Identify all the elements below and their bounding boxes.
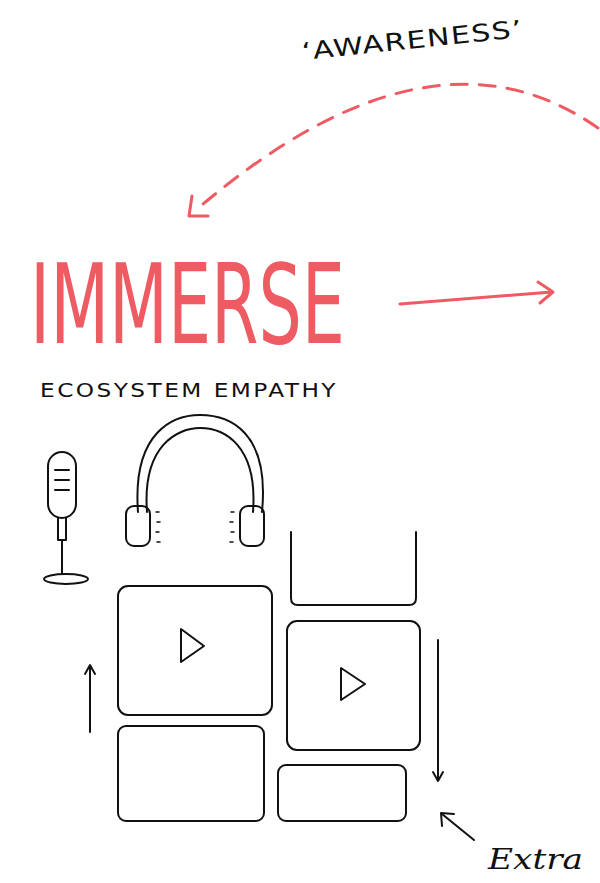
microphone-base [44, 574, 88, 584]
forward-arrow [400, 292, 552, 304]
headphone-cup [126, 506, 150, 546]
partial-tile [291, 532, 416, 605]
scroll-down-arrow [437, 640, 439, 780]
pointer-arrowhead [441, 813, 454, 826]
microphone-grille [55, 469, 69, 471]
play-icon [341, 668, 365, 700]
microphone-grille [55, 479, 69, 481]
content-tile [118, 726, 264, 821]
scroll-down-arrowhead [433, 772, 443, 781]
microphone-neck [58, 518, 66, 540]
phase-label: ‘AWARENESS’ [301, 17, 524, 64]
forward-arrowhead [538, 282, 553, 303]
scroll-up-arrow [89, 666, 91, 732]
microphone-stand [61, 540, 63, 574]
annotation: Extra [488, 846, 583, 874]
sound-marks [230, 512, 234, 542]
microphone-head [48, 452, 76, 518]
pointer-arrow [442, 814, 474, 840]
content-tile [278, 765, 406, 821]
video-tile [118, 586, 272, 715]
arc-arrowhead [189, 196, 208, 216]
headphone-band [147, 428, 254, 512]
microphone-grille [55, 489, 69, 491]
sound-marks [156, 512, 160, 542]
subtitle: ECOSYSTEM EMPATHY [40, 381, 338, 400]
headphone-cup [240, 506, 264, 546]
dashed-arc [196, 84, 598, 210]
section-title: IMMERSE [30, 250, 345, 360]
play-icon [181, 629, 204, 662]
headphone-band [137, 415, 263, 512]
video-tile [287, 621, 420, 750]
scroll-up-arrowhead [85, 665, 95, 674]
